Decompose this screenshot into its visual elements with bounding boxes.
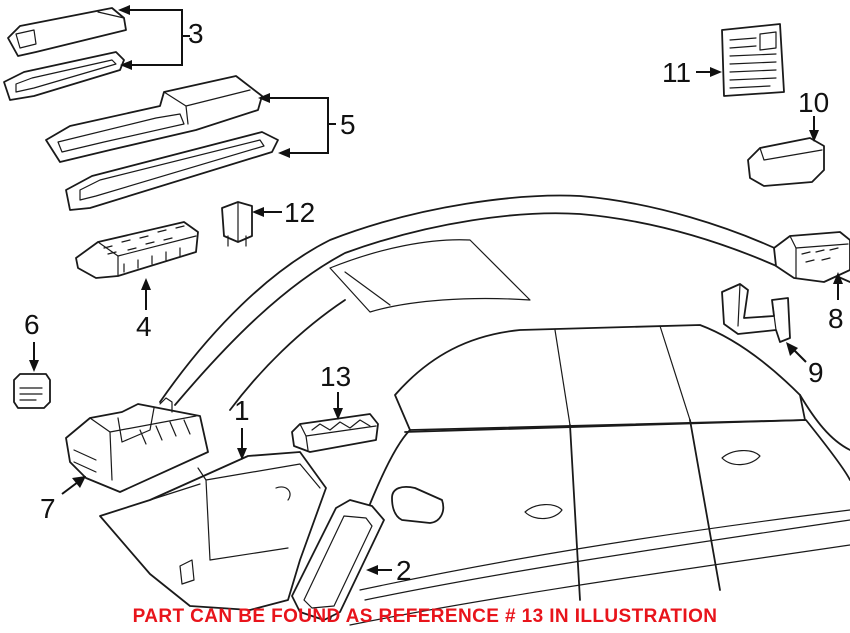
leader-lines <box>29 5 843 575</box>
callout-9: 9 <box>808 357 824 388</box>
callout-12: 12 <box>284 197 315 228</box>
part-8-relay-box[interactable] <box>773 231 850 283</box>
part-3-cover[interactable] <box>3 7 127 101</box>
callout-5: 5 <box>340 109 356 140</box>
part-6-relay[interactable] <box>13 373 51 409</box>
callout-11: 11 <box>662 57 691 88</box>
part-7-module[interactable] <box>65 397 209 493</box>
callout-7: 7 <box>40 493 56 524</box>
callout-8: 8 <box>828 303 844 334</box>
part-9-bracket[interactable] <box>721 283 791 343</box>
callout-numbers: 3 5 12 4 6 7 1 13 2 11 10 8 9 <box>24 18 844 586</box>
callout-6: 6 <box>24 309 40 340</box>
callout-13: 13 <box>320 361 351 392</box>
vehicle-outline <box>159 194 850 626</box>
part-2-cover[interactable] <box>291 499 385 621</box>
part-1-housing[interactable] <box>99 451 327 611</box>
callout-1: 1 <box>234 395 250 426</box>
callout-3: 3 <box>188 18 204 49</box>
part-13-relay-carrier[interactable] <box>291 413 379 453</box>
part-5-cover[interactable] <box>45 75 279 211</box>
callout-4: 4 <box>136 311 152 342</box>
part-11-label[interactable] <box>721 23 785 97</box>
part-10-cap[interactable] <box>747 137 825 187</box>
callout-2: 2 <box>396 555 412 586</box>
part-4-fuse-block[interactable] <box>75 221 199 279</box>
reference-note: PART CAN BE FOUND AS REFERENCE # 13 IN I… <box>132 606 718 627</box>
callout-10: 10 <box>798 87 829 118</box>
part-12-relay[interactable] <box>221 201 253 247</box>
